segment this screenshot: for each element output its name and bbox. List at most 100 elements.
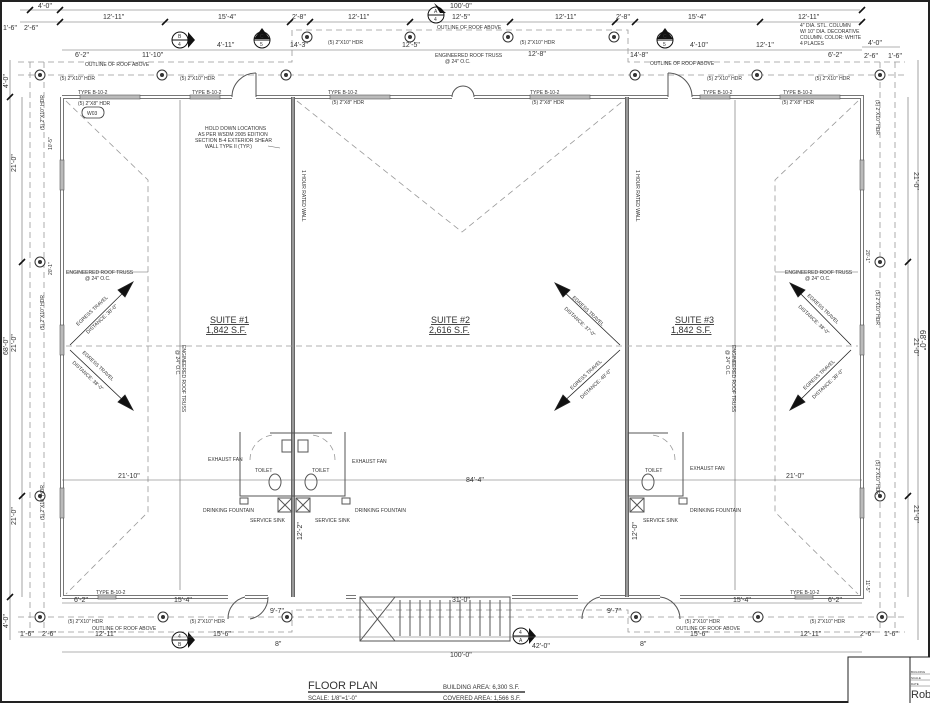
svg-text:21'-0": 21'-0" bbox=[11, 507, 18, 525]
svg-text:21'-0": 21'-0" bbox=[786, 473, 804, 480]
svg-text:SECTION B-4 EXTERIOR SHEAR: SECTION B-4 EXTERIOR SHEAR bbox=[195, 138, 272, 144]
svg-text:2'-6": 2'-6" bbox=[864, 53, 878, 60]
svg-text:2'-6": 2'-6" bbox=[860, 631, 874, 638]
svg-text:12'-11": 12'-11" bbox=[103, 14, 125, 21]
svg-text:A: A bbox=[519, 638, 523, 644]
svg-text:1 HOUR RATED WALL: 1 HOUR RATED WALL bbox=[300, 170, 306, 222]
svg-text:(5) 2"X10" HDR: (5) 2"X10" HDR bbox=[520, 40, 555, 46]
svg-text:W03: W03 bbox=[87, 111, 98, 117]
plan-scale: SCALE: 1/8"=1'-0" bbox=[308, 696, 357, 702]
svg-text:15'-6": 15'-6" bbox=[213, 631, 231, 638]
svg-text:TOILET: TOILET bbox=[645, 468, 662, 474]
svg-text:2'-8": 2'-8" bbox=[292, 14, 306, 21]
svg-text:SERVICE SINK: SERVICE SINK bbox=[643, 518, 679, 524]
column-icon bbox=[874, 490, 886, 502]
section-marker: C5 bbox=[656, 28, 674, 49]
svg-text:12'-0": 12'-0" bbox=[632, 522, 639, 540]
top-notes: OUTLINE OF ROOF ABOVE OUTLINE OF ROOF AB… bbox=[60, 23, 862, 222]
window-tag: W03 bbox=[81, 106, 105, 119]
demising-walls bbox=[291, 97, 629, 597]
svg-text:@ 24" O.C.: @ 24" O.C. bbox=[174, 350, 180, 375]
doors bbox=[227, 72, 693, 620]
svg-text:5: 5 bbox=[663, 42, 666, 48]
svg-text:21'-10": 21'-10" bbox=[118, 473, 140, 480]
truss-notes: ENGINEERED ROOF TRUSS @ 24" O.C. ENGINEE… bbox=[66, 270, 853, 413]
svg-text:9'-7": 9'-7" bbox=[270, 608, 284, 615]
svg-text:OUTLINE OF ROOF ABOVE: OUTLINE OF ROOF ABOVE bbox=[85, 62, 150, 68]
svg-text:TYPE B-10-2: TYPE B-10-2 bbox=[703, 90, 733, 96]
column-icon bbox=[502, 31, 514, 43]
svg-text:OUTLINE OF ROOF ABOVE: OUTLINE OF ROOF ABOVE bbox=[676, 626, 741, 632]
svg-text:EGRESS TRAVEL: EGRESS TRAVEL bbox=[571, 295, 605, 328]
svg-text:12'-5": 12'-5" bbox=[452, 14, 470, 21]
svg-text:100'-0": 100'-0" bbox=[450, 652, 472, 659]
svg-text:21'-0": 21'-0" bbox=[912, 505, 919, 523]
svg-text:(5) 2"X8" HDR: (5) 2"X8" HDR bbox=[532, 100, 565, 106]
svg-text:(5) 2"X10" HDR: (5) 2"X10" HDR bbox=[40, 485, 46, 520]
svg-text:A: A bbox=[434, 9, 438, 15]
svg-text:9'-7": 9'-7" bbox=[607, 608, 621, 615]
svg-text:DATE: DATE bbox=[911, 682, 919, 686]
svg-text:6'-2": 6'-2" bbox=[828, 52, 842, 59]
svg-text:EGRESS TRAVEL: EGRESS TRAVEL bbox=[569, 359, 603, 392]
svg-text:1'-6": 1'-6" bbox=[888, 53, 902, 60]
svg-text:(5) 2"X10" HDR: (5) 2"X10" HDR bbox=[68, 619, 103, 625]
section-marker: C5 bbox=[253, 28, 271, 49]
svg-text:84'-4": 84'-4" bbox=[466, 477, 484, 484]
svg-text:12'-11": 12'-11" bbox=[800, 631, 822, 638]
svg-text:@ 24" O.C.: @ 24" O.C. bbox=[805, 276, 830, 282]
svg-text:8": 8" bbox=[640, 641, 647, 648]
svg-text:6'-2": 6'-2" bbox=[828, 597, 842, 604]
column-icon bbox=[280, 69, 292, 81]
covered-area: COVERED AREA: 1,566 S.F. bbox=[443, 696, 521, 702]
svg-text:15'-6": 15'-6" bbox=[690, 631, 708, 638]
svg-text:(5) 2"X10" HDR: (5) 2"X10" HDR bbox=[810, 619, 845, 625]
column-icon bbox=[752, 611, 764, 623]
svg-text:100'-0": 100'-0" bbox=[450, 3, 472, 10]
suite-1-area: 1,842 S.F. bbox=[206, 325, 247, 335]
svg-text:EXHAUST FAN: EXHAUST FAN bbox=[352, 459, 387, 465]
egress-arrows bbox=[69, 281, 852, 411]
suite-1-name: SUITE #1 bbox=[210, 315, 249, 325]
columns bbox=[34, 31, 888, 623]
column-icon bbox=[281, 611, 293, 623]
svg-text:15'-4": 15'-4" bbox=[733, 597, 751, 604]
svg-text:(5) 2"X10" HDR: (5) 2"X10" HDR bbox=[685, 619, 720, 625]
svg-text:4 PLACES: 4 PLACES bbox=[800, 41, 825, 47]
svg-text:(5) 2"X10" HDR: (5) 2"X10" HDR bbox=[40, 295, 46, 330]
svg-text:TYPE B-10-2: TYPE B-10-2 bbox=[192, 90, 222, 96]
column-icon bbox=[751, 69, 763, 81]
toilet-labels: TOILET TOILET TOILET EXHAUST FAN EXHAUST… bbox=[203, 457, 741, 524]
side-dimensions: 21'-0" 21'-0" 21'-0" 68'-0" 21'-0" 21'-0… bbox=[3, 74, 927, 628]
svg-text:21'-0": 21'-0" bbox=[912, 172, 919, 190]
svg-text:14'-3": 14'-3" bbox=[290, 42, 308, 49]
svg-text:SERVICE SINK: SERVICE SINK bbox=[315, 518, 351, 524]
toilet-rooms bbox=[239, 432, 688, 513]
section-marker: B4 bbox=[171, 31, 195, 49]
svg-text:WALL TYPE II (TYP.): WALL TYPE II (TYP.) bbox=[205, 144, 252, 150]
svg-text:TYPE B-10-2: TYPE B-10-2 bbox=[790, 590, 820, 596]
svg-text:12'-5": 12'-5" bbox=[402, 42, 420, 49]
svg-text:ENGINEERED ROOF TRUSS: ENGINEERED ROOF TRUSS bbox=[180, 345, 186, 413]
svg-text:14'-8": 14'-8" bbox=[630, 52, 648, 59]
svg-text:TYPE B-10-2: TYPE B-10-2 bbox=[96, 590, 126, 596]
column-icon bbox=[34, 611, 46, 623]
top-dimension-lines bbox=[20, 6, 900, 51]
svg-text:(5) 2"X10" HDR: (5) 2"X10" HDR bbox=[874, 100, 880, 135]
svg-text:C: C bbox=[260, 34, 264, 40]
svg-text:B: B bbox=[178, 642, 182, 648]
svg-text:1'-6": 1'-6" bbox=[20, 631, 34, 638]
svg-text:(5) 2"X8" HDR: (5) 2"X8" HDR bbox=[782, 100, 815, 106]
svg-text:(5) 2"X10" HDR: (5) 2"X10" HDR bbox=[328, 40, 363, 46]
svg-text:12'-11": 12'-11" bbox=[555, 14, 577, 21]
section-marker: 4A bbox=[512, 627, 536, 645]
svg-text:5: 5 bbox=[260, 42, 263, 48]
svg-text:1'-6": 1'-6" bbox=[884, 631, 898, 638]
svg-text:(5) 2"X10" HDR: (5) 2"X10" HDR bbox=[180, 76, 215, 82]
suite-labels: SUITE #1 1,842 S.F. SUITE #2 2,616 S.F. … bbox=[206, 315, 714, 335]
column-icon bbox=[629, 69, 641, 81]
svg-text:DRINKING FOUNTAIN: DRINKING FOUNTAIN bbox=[203, 508, 254, 514]
svg-text:BUILDING: BUILDING bbox=[911, 670, 926, 674]
svg-text:@ 24" O.C.: @ 24" O.C. bbox=[85, 276, 110, 282]
column-icon bbox=[157, 611, 169, 623]
